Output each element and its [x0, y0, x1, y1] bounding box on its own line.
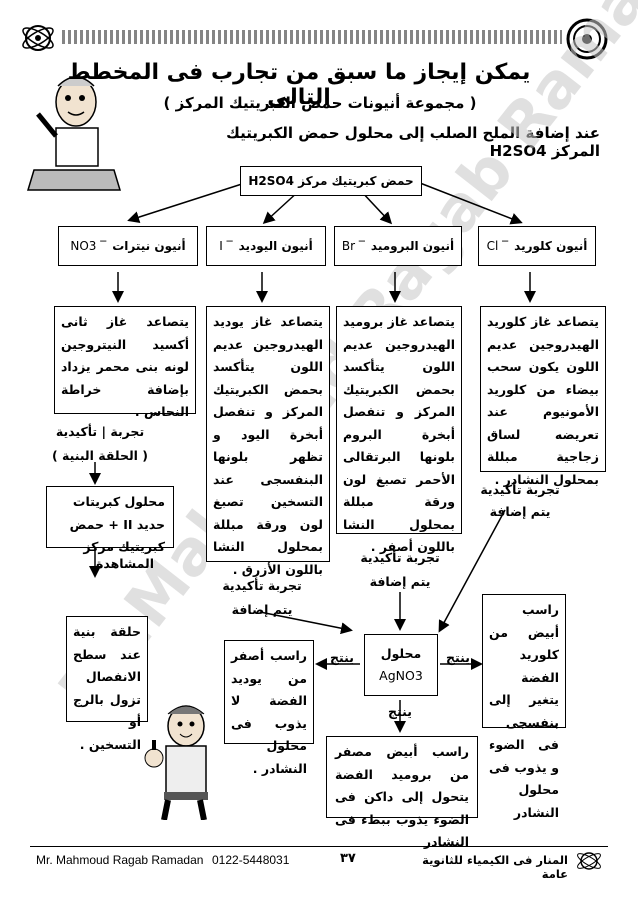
iodide-confirm-title: تجربة تأكيدية: [212, 574, 312, 598]
nitrate-observation-label: المشاهدة: [80, 552, 170, 576]
anion-bromide-symbol: Br ‾: [342, 239, 365, 253]
nitrate-result-box: حلقة بنية عند سطح الانفصال تزول بالرج أو…: [66, 616, 148, 722]
nitrate-reagent-box: محلول كبريتات حديد II + حمض كبريتيك مركز: [46, 486, 174, 548]
nitrate-confirm-title: تجربة | تأكيدية: [40, 420, 160, 444]
iodide-confirm-add: يتم إضافة: [212, 598, 312, 622]
anion-chloride-label: أنيون كلوريد: [514, 239, 587, 253]
anion-iodide-box: أنيون اليوديد I ‾: [206, 226, 326, 266]
nitrate-confirm-brown-ring: ( الحلقة البنية ): [40, 444, 160, 468]
result-bromide-box: راسب أبيض مصفر من بروميد الفضة يتحول إلى…: [326, 736, 478, 818]
footer-book-title: المنار فى الكيمياء للثانوية عامة: [420, 853, 568, 881]
anion-chloride-box: أنيون كلوريد Cl ‾: [478, 226, 596, 266]
observation-chloride: يتصاعد غاز كلوريد الهيدروجين عديم اللون …: [480, 306, 606, 472]
result-iodide-box: راسب أصفر من يوديد الفضة لا يذوب فى محلو…: [224, 640, 314, 744]
footer-phone: 0122-5448031: [212, 853, 289, 867]
page-number: ٣٧: [340, 851, 356, 866]
root-reagent-box: حمض كبريتيك مركز H2SO4: [240, 166, 422, 196]
root-reagent-label: حمض كبريتيك مركز H2SO4: [248, 174, 413, 188]
chloride-confirm-title: تجربة تأكيدية: [470, 478, 570, 502]
anion-bromide-box: أنيون البروميد Br ‾: [334, 226, 462, 266]
anion-iodide-symbol: I ‾: [219, 239, 232, 253]
observation-iodide: يتصاعد غاز يوديد الهيدروجين عديم اللون ي…: [206, 306, 330, 562]
silver-nitrate-box: محلول AgNO3: [364, 634, 438, 696]
footer-divider: [30, 846, 608, 847]
produces-label-bottom: ينتج: [380, 700, 420, 724]
anion-nitrate-label: أنيون نيترات: [112, 239, 185, 253]
silver-nitrate-label: محلول: [365, 643, 437, 665]
anion-nitrate-symbol: NO3 ‾: [70, 239, 106, 253]
observation-bromide: يتصاعد غاز بروميد الهيدروجين عديم اللون …: [336, 306, 462, 534]
anion-nitrate-box: أنيون نيترات NO3 ‾: [58, 226, 198, 266]
anion-iodide-label: أنيون اليوديد: [239, 239, 313, 253]
footer-author: Mr. Mahmoud Ragab Ramadan: [36, 853, 203, 867]
chloride-confirm-add: يتم إضافة: [470, 500, 570, 524]
footer-logo-icon: [574, 846, 604, 876]
silver-nitrate-formula: AgNO3: [365, 665, 437, 687]
produces-label-left: ينتج: [322, 646, 362, 670]
anion-chloride-symbol: Cl ‾: [487, 239, 509, 253]
bromide-confirm-title: تجربة تأكيدية: [350, 546, 450, 570]
result-chloride-box: راسب أبيض من كلوريد الفضة يتغير إلى بنفس…: [482, 594, 566, 728]
anion-bromide-label: أنيون البروميد: [371, 239, 454, 253]
cartoon-man-thumbs-up-icon: [140, 700, 230, 820]
bromide-confirm-add: يتم إضافة: [350, 570, 450, 594]
produces-label-right: ينتج: [438, 646, 478, 670]
observation-nitrate: يتصاعد غاز ثانى أكسيد النيتروجين لونه بن…: [54, 306, 196, 414]
